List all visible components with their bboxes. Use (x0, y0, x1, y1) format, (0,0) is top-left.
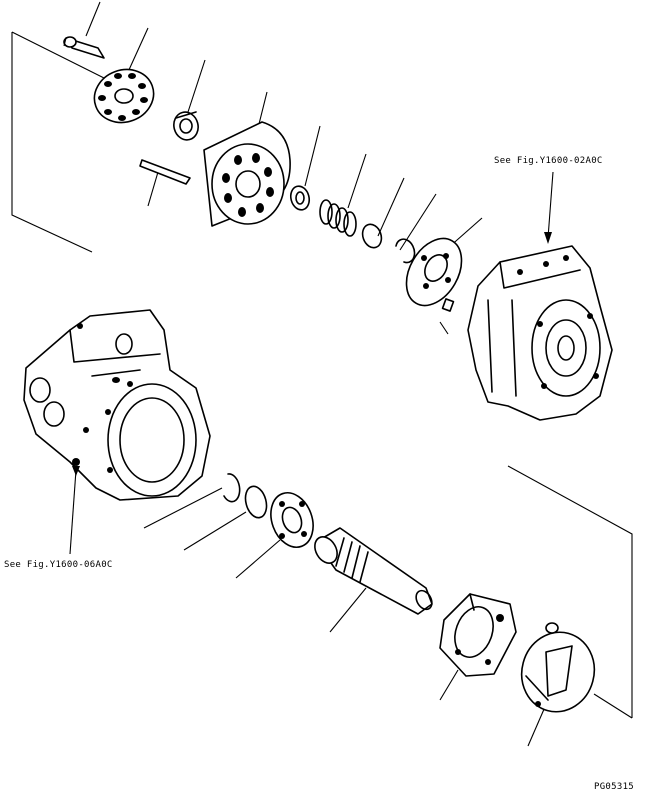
lower-bearing-part (270, 492, 314, 548)
valve-plate-part (93, 68, 155, 124)
spring-part (319, 199, 357, 237)
lower-ring-part (244, 485, 268, 519)
drive-shaft-part (314, 527, 433, 615)
collar-part (289, 185, 311, 211)
cradle-part (439, 593, 517, 677)
cylinder-block-part (203, 121, 291, 227)
drawing-number: PG05315 (594, 782, 635, 792)
leader-right-housing (544, 171, 554, 244)
cover-plate-part (520, 622, 596, 713)
leader-left-housing (69, 466, 80, 555)
left-housing-part (23, 309, 211, 501)
assembly-frame-upper (11, 31, 119, 253)
small-bearing-part (173, 111, 199, 141)
pin-part (63, 36, 105, 59)
lower-snap-ring-part (223, 473, 241, 503)
key-part (139, 159, 191, 185)
reference-label-lower: See Fig.Y1600-06A0C (4, 560, 113, 570)
assembly-frame-lower (507, 465, 633, 719)
reference-label-upper: See Fig.Y1600-02A0C (494, 156, 603, 166)
snap-ring-part (361, 223, 383, 249)
retainer-plate-part (405, 237, 463, 312)
right-housing-part (467, 245, 613, 421)
retaining-ring-part (395, 238, 416, 264)
